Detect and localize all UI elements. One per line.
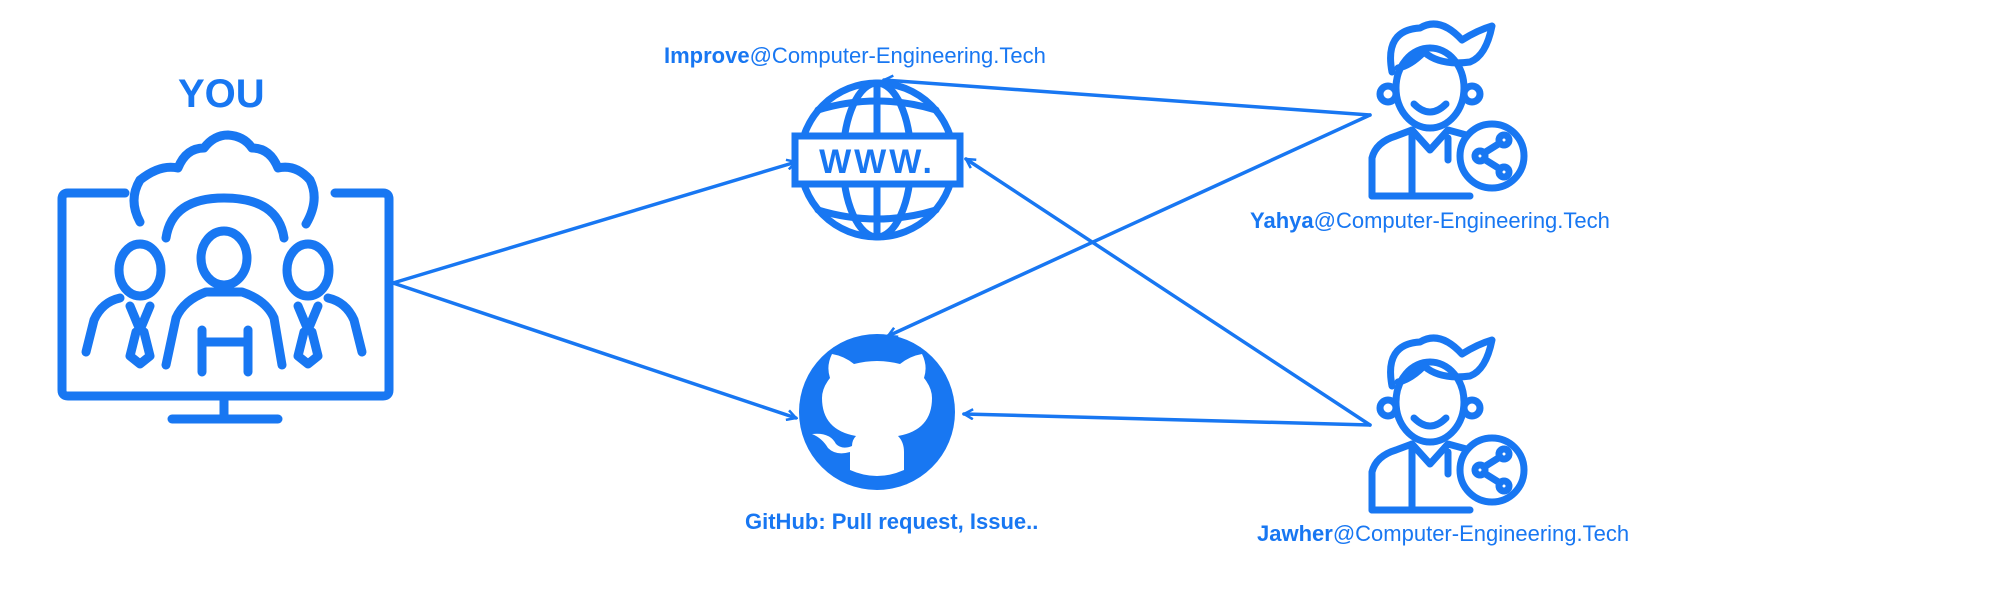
contributor-name: Yahya [1250, 208, 1314, 233]
you-label: YOU [178, 72, 265, 116]
github-caption-text: GitHub: Pull request, Issue.. [745, 509, 1039, 534]
contributor-jawher-label: Jawher@Computer-Engineering.Tech [1257, 521, 1629, 547]
contributor-yahya-label: Yahya@Computer-Engineering.Tech [1250, 208, 1610, 234]
arrow-yahya-to-website [884, 80, 1372, 117]
contributor-domain: @Computer-Engineering.Tech [1313, 208, 1610, 233]
website-label: Improve@Computer-Engineering.Tech [664, 43, 1046, 69]
arrow-yahya-to-github [888, 113, 1372, 336]
arrow-jawher-to-website [966, 157, 1372, 427]
github-icon [799, 334, 955, 490]
arrow-you-to-website [391, 162, 796, 285]
website-name: Improve [664, 43, 750, 68]
website-domain: @Computer-Engineering.Tech [749, 43, 1046, 68]
arrow-jawher-to-github [964, 414, 1372, 427]
www-banner-text: WWW. [819, 143, 935, 181]
user-share-icon [1368, 334, 1528, 514]
github-caption: GitHub: Pull request, Issue.. [745, 509, 1038, 535]
contributor-name: Jawher [1257, 521, 1333, 546]
team-monitor-icon [57, 130, 394, 424]
contributor-domain: @Computer-Engineering.Tech [1332, 521, 1630, 546]
arrow-you-to-github [391, 281, 796, 418]
user-share-icon [1368, 20, 1528, 200]
